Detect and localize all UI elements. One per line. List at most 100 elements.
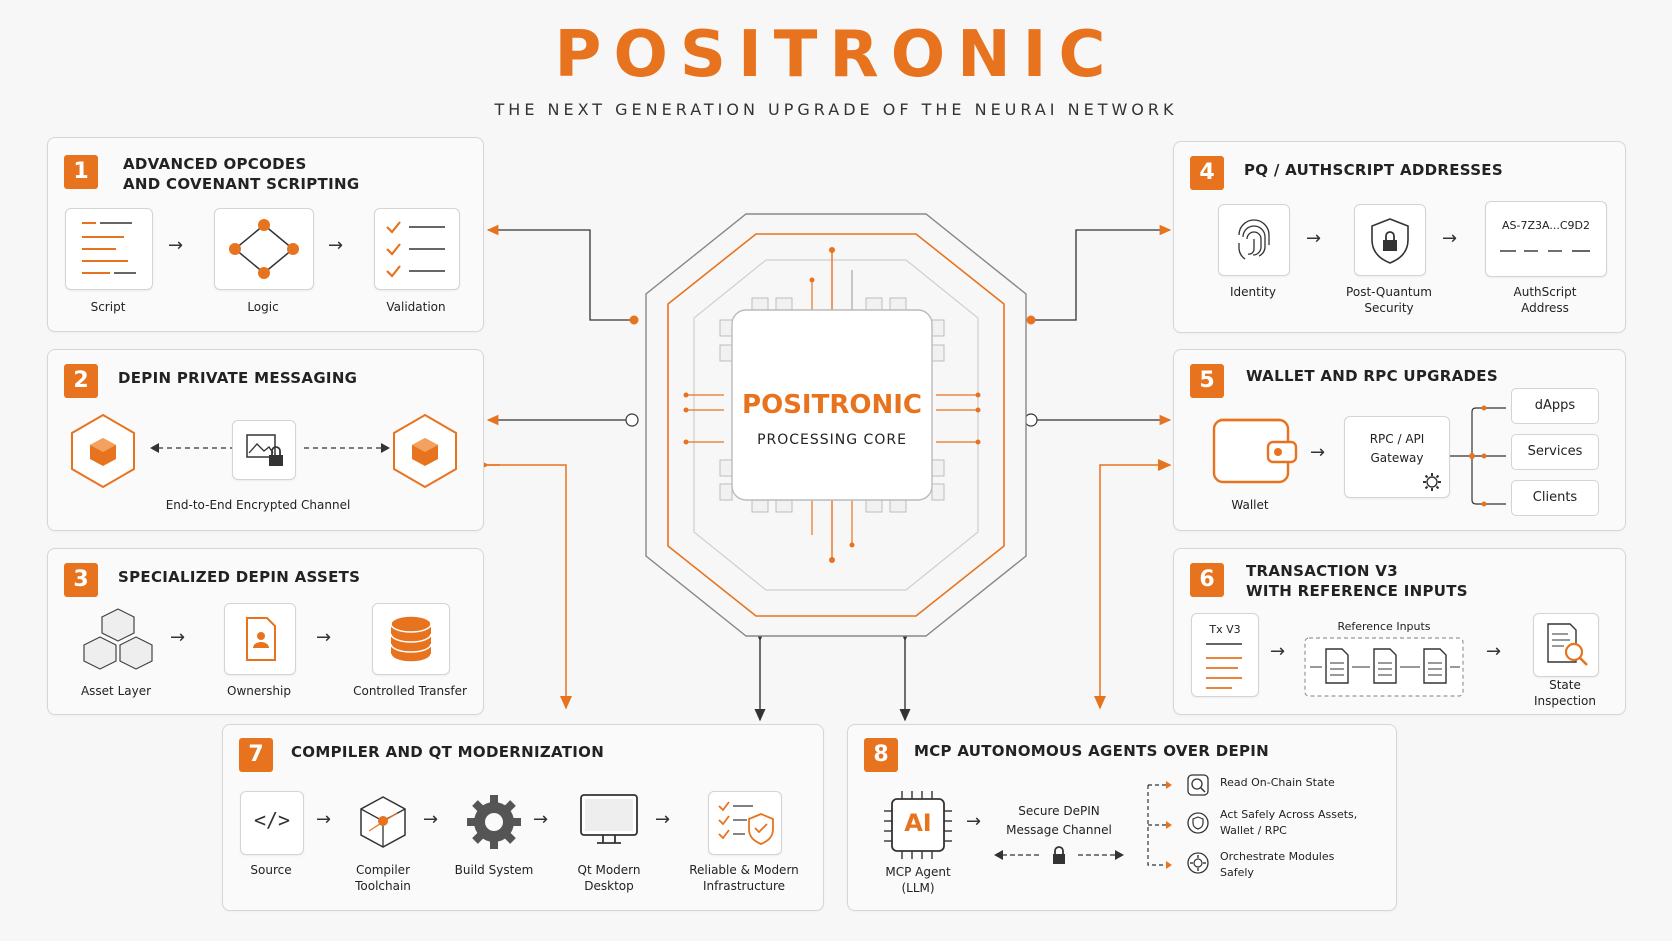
panel-number-badge: 3 bbox=[64, 563, 98, 597]
panel-number-badge: 4 bbox=[1190, 156, 1224, 190]
step-label-source: Source bbox=[223, 862, 319, 878]
label-line-1: Reliable & Modern bbox=[689, 863, 799, 877]
label-line-1: Qt Modern bbox=[577, 863, 641, 877]
arrow-right-icon: → bbox=[1310, 442, 1326, 463]
label-line-2: Infrastructure bbox=[702, 879, 786, 893]
actions-connector bbox=[1147, 781, 1172, 869]
processing-core-chip bbox=[645, 213, 1027, 637]
dashed-link bbox=[150, 443, 236, 453]
dashes-decoration bbox=[1500, 250, 1590, 252]
gear-icon bbox=[467, 795, 521, 849]
source-tile: </> bbox=[240, 791, 304, 855]
tx-v3-label: Tx V3 bbox=[1209, 623, 1241, 636]
label-line-2: Safely bbox=[1220, 866, 1254, 879]
image-lock-icon bbox=[246, 434, 283, 466]
step-label-compiler-toolchain: Compiler Toolchain bbox=[333, 862, 433, 894]
step-label-authscript-address: AuthScript Address bbox=[1485, 284, 1605, 316]
node-hexagon-icon bbox=[71, 413, 135, 489]
label-line-1: Build System bbox=[454, 863, 534, 877]
step-label-build-system: Build System bbox=[439, 862, 549, 878]
panel-title: SPECIALIZED DEPIN ASSETS bbox=[118, 568, 361, 586]
step-label-logic: Logic bbox=[247, 300, 279, 314]
checklist-icon bbox=[386, 221, 445, 278]
panel-wallet-rpc-upgrades: 5 WALLET AND RPC UPGRADES Wallet → RPC /… bbox=[1173, 349, 1626, 531]
arrow-right-icon: → bbox=[533, 809, 549, 830]
step-label-script: Script bbox=[90, 300, 126, 314]
ownership-tile bbox=[224, 603, 296, 675]
rpc-api-gateway-tile: RPC / API Gateway bbox=[1344, 416, 1450, 498]
compiler-cube-icon bbox=[360, 796, 406, 848]
orchestrate-gear-icon bbox=[1187, 852, 1209, 874]
ai-chip-icon bbox=[884, 791, 952, 859]
script-tile bbox=[65, 208, 153, 290]
arrow-right-icon: → bbox=[1442, 228, 1458, 249]
panel-title: COMPILER AND QT MODERNIZATION bbox=[291, 743, 605, 761]
controlled-transfer-tile bbox=[372, 603, 450, 675]
arrow-right-icon: → bbox=[170, 627, 186, 648]
page-subtitle: THE NEXT GENERATION UPGRADE OF THE NEURA… bbox=[494, 100, 1178, 119]
secure-channel-label: Secure DePIN Message Channel bbox=[994, 803, 1124, 838]
document-lines-icon bbox=[1206, 643, 1242, 689]
panel-number-badge: 8 bbox=[864, 738, 898, 772]
label-line-2: (LLM) bbox=[901, 881, 935, 895]
label-line-1: RPC / API bbox=[1369, 432, 1425, 446]
arrow-right-icon: → bbox=[423, 809, 439, 830]
reference-inputs-group bbox=[1304, 637, 1464, 697]
label-line-2: Security bbox=[1364, 301, 1414, 315]
label-line-1: Orchestrate Modules bbox=[1220, 850, 1335, 863]
panel-number-badge: 5 bbox=[1190, 364, 1224, 398]
infrastructure-tile bbox=[708, 791, 782, 855]
validation-tile bbox=[374, 208, 460, 290]
label-line-2: Inspection bbox=[1534, 694, 1596, 708]
panel-title: PQ / AUTHSCRIPT ADDRESSES bbox=[1244, 161, 1503, 179]
label-line-2: Wallet / RPC bbox=[1220, 824, 1287, 837]
fingerprint-icon bbox=[1238, 219, 1270, 260]
panel-number-badge: 2 bbox=[64, 364, 98, 398]
search-chain-icon bbox=[1187, 774, 1209, 796]
action-act-safely: Act Safely Across Assets, Wallet / RPC bbox=[1220, 807, 1390, 839]
address-value: AS-7Z3A...C9D2 bbox=[1502, 219, 1590, 232]
logic-diagram-icon bbox=[229, 219, 299, 279]
panel-compiler-qt-modernization: 7 COMPILER AND QT MODERNIZATION </> Sour… bbox=[222, 724, 824, 911]
label-line-2: Gateway bbox=[1370, 451, 1424, 465]
logic-tile bbox=[214, 208, 314, 290]
authscript-address-tile: AS-7Z3A...C9D2 bbox=[1485, 201, 1607, 277]
step-label-controlled-transfer: Controlled Transfer bbox=[353, 684, 467, 698]
panel-title-line-1: TRANSACTION V3 bbox=[1246, 562, 1398, 580]
panel-title: DEPIN PRIVATE MESSAGING bbox=[118, 369, 358, 387]
link-core-panel4 bbox=[1031, 224, 1172, 321]
arrow-right-icon: → bbox=[1306, 228, 1322, 249]
link-core-panel6 bbox=[1094, 464, 1170, 710]
link-core-panel3 bbox=[488, 464, 572, 710]
dashed-link bbox=[304, 443, 390, 453]
panel-specialized-depin-assets: 3 SPECIALIZED DEPIN ASSETS Asset Layer →… bbox=[47, 548, 484, 715]
tx-v3-tile: Tx V3 bbox=[1191, 613, 1259, 697]
link-core-panel1 bbox=[486, 224, 634, 321]
ai-chip-text: AI bbox=[904, 809, 932, 837]
panel-title: WALLET AND RPC UPGRADES bbox=[1246, 367, 1498, 385]
label-line-1: MCP Agent bbox=[885, 865, 951, 879]
label-line-1: Source bbox=[250, 863, 292, 877]
panel-number-badge: 6 bbox=[1190, 563, 1224, 597]
step-label-reliable-modern-infrastructure: Reliable & Modern Infrastructure bbox=[669, 862, 819, 894]
output-dapps: dApps bbox=[1511, 388, 1599, 424]
panel-title-line-2: AND COVENANT SCRIPTING bbox=[123, 175, 360, 193]
step-label-asset-layer: Asset Layer bbox=[80, 684, 152, 698]
wallet-icon bbox=[1212, 418, 1298, 484]
panel-pq-authscript-addresses: 4 PQ / AUTHSCRIPT ADDRESSES Identity → P… bbox=[1173, 141, 1626, 333]
state-inspection-label: State Inspection bbox=[1515, 677, 1615, 709]
label-line-1: State bbox=[1549, 678, 1581, 692]
panel-title: TRANSACTION V3 WITH REFERENCE INPUTS bbox=[1246, 561, 1468, 601]
panel-transaction-v3: 6 TRANSACTION V3 WITH REFERENCE INPUTS T… bbox=[1173, 548, 1626, 715]
code-icon: </> bbox=[253, 808, 291, 832]
core-subtitle: PROCESSING CORE bbox=[757, 432, 907, 448]
output-services: Services bbox=[1511, 434, 1599, 470]
post-quantum-security-tile bbox=[1354, 204, 1426, 276]
label-line-1: Post-Quantum bbox=[1346, 285, 1432, 299]
label-line-2: Address bbox=[1521, 301, 1569, 315]
arrow-right-icon: → bbox=[655, 809, 671, 830]
step-label-qt-modern-desktop: Qt Modern Desktop bbox=[554, 862, 664, 894]
label-line-1: Compiler bbox=[355, 863, 410, 877]
core-title: POSITRONIC bbox=[742, 390, 922, 420]
arrow-right-icon: → bbox=[168, 235, 184, 256]
